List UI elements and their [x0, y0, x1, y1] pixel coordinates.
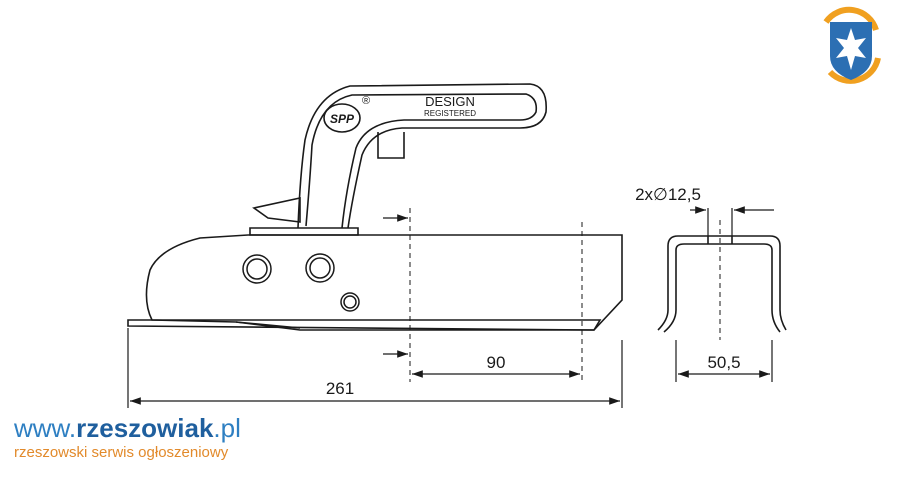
handle-logo: SPP [330, 112, 355, 126]
mounting-holes [242, 253, 360, 312]
brand-name: rzeszowiak [76, 413, 214, 443]
dimension-width-label: 50,5 [707, 353, 740, 372]
brand-tld: .pl [213, 413, 241, 443]
registered-label: REGISTERED [424, 109, 476, 118]
cross-shield-logo-icon [823, 6, 881, 84]
registered-mark: ® [362, 95, 370, 107]
brand-tagline: rzeszowski serwis ogłoszeniowy [14, 444, 229, 461]
coupling-body [127, 227, 623, 331]
design-label: DESIGN [425, 94, 475, 109]
offset-arrows [383, 214, 408, 358]
dimension-hole [690, 206, 774, 236]
center-lines [409, 208, 721, 382]
dimension-offset-label: 90 [487, 353, 506, 372]
brand-watermark: www.rzeszowiak.pl rzeszowski serwis ogło… [14, 414, 241, 461]
brand-www: www. [14, 413, 77, 443]
dimension-hole-label: 2x∅12,5 [635, 185, 701, 204]
dimension-50-5 [675, 340, 773, 382]
dimension-length-label: 261 [326, 379, 354, 398]
brand-url[interactable]: www.rzeszowiak.pl [14, 414, 241, 442]
dimension-261 [127, 328, 623, 408]
cross-section-profile [657, 235, 787, 333]
coupling-handle [252, 83, 547, 229]
